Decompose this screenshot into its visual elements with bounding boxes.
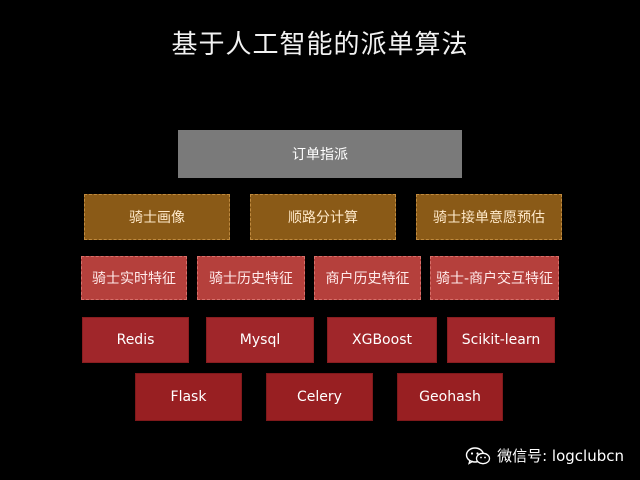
level2-box: 商户历史特征 bbox=[314, 256, 421, 300]
root-label: 订单指派 bbox=[292, 147, 348, 163]
level1-box: 骑士画像 bbox=[84, 194, 230, 240]
level1-label: 顺路分计算 bbox=[288, 210, 358, 226]
level4-box: Flask bbox=[135, 373, 242, 421]
level3-label: Mysql bbox=[239, 332, 281, 348]
level2-box: 骑士-商户交互特征 bbox=[430, 256, 559, 300]
wechat-icon bbox=[465, 446, 491, 465]
level3-box: Mysql bbox=[206, 317, 314, 363]
level3-box: Scikit-learn bbox=[447, 317, 555, 363]
level1-box: 骑士接单意愿预估 bbox=[416, 194, 562, 240]
level1-label: 骑士接单意愿预估 bbox=[433, 210, 545, 226]
level4-box: Celery bbox=[266, 373, 373, 421]
level2-box: 骑士历史特征 bbox=[197, 256, 305, 300]
watermark-text: 微信号: logclubcn bbox=[497, 447, 624, 465]
level2-box: 骑士实时特征 bbox=[81, 256, 187, 300]
level2-label: 骑士历史特征 bbox=[209, 271, 293, 287]
level2-label: 骑士-商户交互特征 bbox=[435, 271, 554, 287]
level3-label: XGBoost bbox=[352, 332, 412, 348]
root-box: 订单指派 bbox=[178, 130, 462, 178]
level4-label: Celery bbox=[297, 389, 342, 405]
level2-label: 商户历史特征 bbox=[325, 271, 410, 287]
level3-box: Redis bbox=[82, 317, 189, 363]
level2-label: 骑士实时特征 bbox=[92, 271, 176, 287]
level4-label: Flask bbox=[170, 389, 207, 405]
level4-label: Geohash bbox=[419, 389, 481, 405]
level3-box: XGBoost bbox=[327, 317, 437, 363]
level3-label: Redis bbox=[116, 332, 155, 348]
slide-title: 基于人工智能的派单算法 bbox=[171, 30, 469, 60]
level1-label: 骑士画像 bbox=[129, 210, 185, 226]
watermark: 微信号: logclubcn bbox=[465, 445, 624, 466]
level3-label: Scikit-learn bbox=[461, 332, 541, 348]
level4-box: Geohash bbox=[397, 373, 503, 421]
level1-box: 顺路分计算 bbox=[250, 194, 396, 240]
